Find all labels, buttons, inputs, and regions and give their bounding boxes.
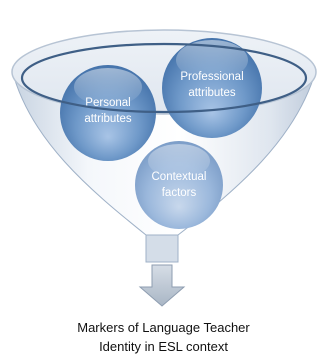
down-arrow-icon [138, 264, 186, 307]
circle-personal-line1: Personal [85, 97, 130, 109]
circle-professional-line2: attributes [188, 87, 236, 99]
circle-professional: Professional attributes [162, 38, 262, 138]
output-caption-line2: Identity in ESL context [99, 339, 228, 354]
circle-contextual: Contextual factors [135, 141, 223, 229]
funnel-spout [145, 234, 179, 263]
output-caption: Markers of Language Teacher Identity in … [0, 318, 327, 356]
rim-outline [20, 42, 308, 114]
output-caption-line1: Markers of Language Teacher [77, 320, 250, 335]
circle-professional-line1: Professional [180, 71, 243, 83]
circle-personal-line2: attributes [84, 113, 132, 125]
circle-personal: Personal attributes [60, 65, 156, 161]
circle-contextual-line2: factors [162, 187, 197, 199]
circle-contextual-line1: Contextual [152, 171, 207, 183]
